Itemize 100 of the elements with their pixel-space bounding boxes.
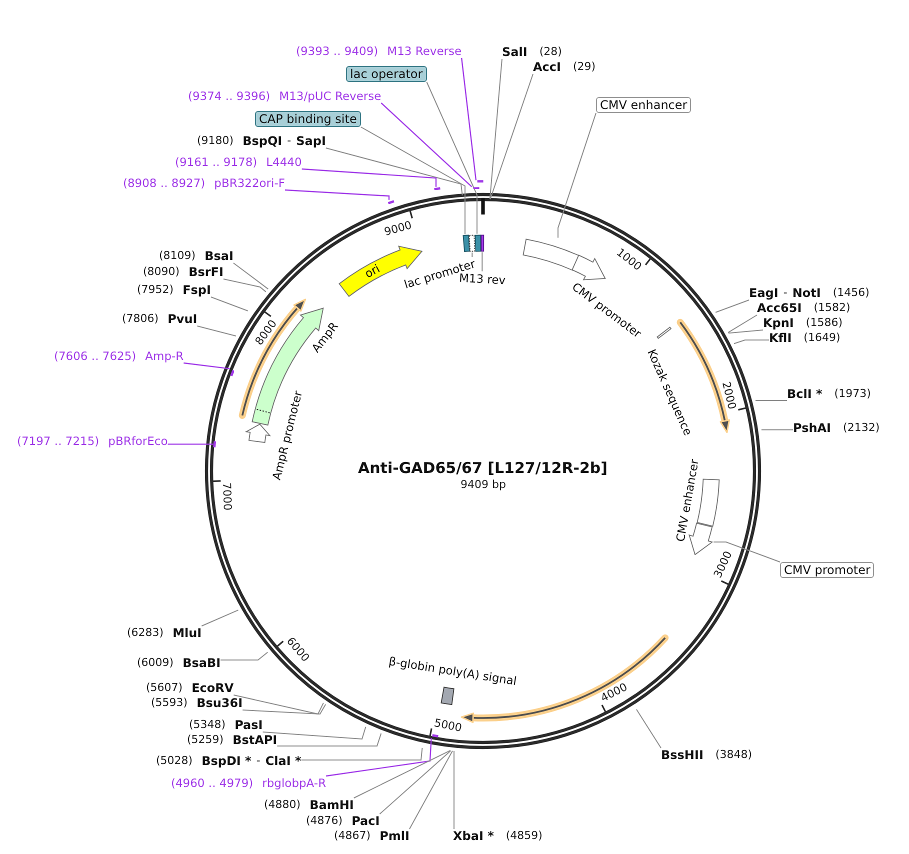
- leader-line: [426, 82, 478, 234]
- enzyme-name: AccI: [533, 60, 561, 74]
- bp-scale-label: 4000: [599, 682, 628, 703]
- enzyme-name: BsaI: [204, 249, 234, 263]
- plasmid-name: Anti-GAD65/67 [L127/12R-2b]: [358, 459, 608, 477]
- cut-site-position: (5348): [189, 718, 226, 732]
- enzyme-name: PvuI: [168, 312, 198, 326]
- leader-line: [755, 400, 788, 401]
- leader-line: [284, 189, 390, 200]
- leader-line: [728, 330, 764, 334]
- primer-name: pBR322ori-F: [214, 176, 285, 190]
- enzyme-name: PshAI: [793, 421, 832, 435]
- leader-line: [196, 326, 236, 336]
- enzyme-name: BsrFI: [188, 265, 224, 279]
- bp-scale-label: 7000: [222, 482, 232, 511]
- leader-line: [184, 362, 230, 370]
- primer-name: M13/pUC Reverse: [279, 89, 382, 103]
- leader-line: [168, 444, 214, 445]
- enzyme-name: EagI: [749, 286, 778, 300]
- enzyme-name: BstAPI: [232, 733, 278, 747]
- cut-site-position: (1649): [804, 331, 840, 345]
- primer-name: pBRforEco: [108, 434, 168, 448]
- enzyme-name: BamHI: [310, 798, 354, 812]
- leader-line: [326, 738, 432, 777]
- bp-scale-label: 9000: [384, 220, 414, 236]
- enzyme-name: Bsu36I: [196, 696, 243, 710]
- enzyme-name: KpnI: [763, 316, 794, 330]
- enzyme-name: BspQI: [242, 134, 282, 148]
- cut-site-position: (1973): [834, 387, 871, 401]
- enzyme-name: ClaI *: [265, 754, 302, 768]
- leader-line: [728, 314, 758, 333]
- feature-label: ori: [362, 262, 382, 280]
- cut-site-position: (2132): [843, 421, 880, 435]
- primer-name: M13 Reverse: [387, 44, 462, 58]
- primer-position: (9393 .. 9409): [296, 44, 378, 58]
- cut-site-position: (5593): [151, 696, 188, 710]
- leader-line: [242, 704, 326, 715]
- enzyme-name: NotI: [792, 286, 821, 300]
- enzyme-name: EcoRV: [192, 681, 234, 695]
- leader-line: [360, 126, 466, 235]
- feature-label: CAP binding site: [255, 111, 361, 127]
- leader-line: [636, 708, 662, 748]
- name-separator: -: [783, 286, 788, 300]
- enzyme-name: BspDI *: [202, 754, 252, 768]
- cut-site-position: (6009): [137, 656, 174, 670]
- leader-line: [482, 252, 483, 272]
- enzyme-name: SalI: [502, 45, 528, 59]
- cut-site-position: (6283): [127, 626, 164, 640]
- cut-site-position: (29): [572, 60, 596, 74]
- enzyme-name: FspI: [182, 283, 211, 297]
- primer-position: (7197 .. 7215): [17, 434, 100, 448]
- leader-line: [460, 58, 477, 180]
- feature-label: CMV enhancer: [596, 97, 692, 113]
- primer-position: (7606 .. 7625): [54, 349, 136, 363]
- feature-label: AmpR promoter: [270, 389, 305, 481]
- primer-position: (9374 .. 9396): [188, 89, 270, 103]
- leader-line: [276, 732, 382, 746]
- plasmid-length: 9409 bp: [460, 478, 506, 490]
- cut-site-position: (5607): [146, 681, 183, 695]
- leader-line: [558, 112, 596, 238]
- leader-line: [222, 278, 266, 292]
- cut-site-position: (4867): [334, 829, 371, 843]
- cut-site-position: (8090): [143, 265, 180, 279]
- primer-position: (8908 .. 8927): [123, 176, 206, 190]
- enzyme-name: BclI *: [787, 387, 822, 401]
- leader-line: [760, 429, 794, 430]
- primer-name: Amp-R: [145, 349, 184, 363]
- enzyme-name: PasI: [234, 718, 263, 732]
- enzyme-name: XbaI *: [453, 829, 494, 843]
- leader-line: [302, 168, 437, 187]
- leader-line: [734, 340, 770, 344]
- enzyme-name: BssHII: [661, 748, 704, 762]
- name-separator: -: [256, 754, 260, 768]
- cut-site-position: (3848): [715, 748, 752, 762]
- cut-site-position: (1582): [814, 301, 850, 315]
- cut-site-position: (28): [539, 45, 562, 59]
- primer-name: rbglobpA-R: [262, 776, 326, 790]
- leader-line: [201, 610, 239, 626]
- enzyme-name: Acc65I: [757, 301, 802, 315]
- leader-line: [713, 542, 780, 562]
- leader-line: [490, 74, 534, 200]
- leader-line: [408, 750, 453, 830]
- primer-name: L4440: [266, 155, 302, 169]
- cut-site-position: (8109): [159, 249, 196, 263]
- enzyme-name: PacI: [352, 814, 380, 828]
- leader-line: [262, 726, 366, 740]
- feature-label: lac operator: [346, 66, 427, 82]
- leader-line: [210, 296, 248, 312]
- feature-label: CMV promoter: [780, 562, 874, 578]
- cut-site-position: (7952): [137, 283, 174, 297]
- cut-site-position: (5028): [156, 754, 193, 768]
- cut-site-position: (4880): [264, 798, 301, 812]
- cut-site-position: (7806): [122, 312, 159, 326]
- primer-position: (9161 .. 9178): [175, 155, 258, 169]
- leader-line: [379, 750, 452, 814]
- enzyme-name: BsaBI: [182, 656, 221, 670]
- bp-scale-label: 2000: [721, 381, 736, 410]
- leader-line: [715, 300, 750, 313]
- primer-position: (4960 .. 4979): [171, 776, 254, 790]
- leader-line: [353, 750, 451, 798]
